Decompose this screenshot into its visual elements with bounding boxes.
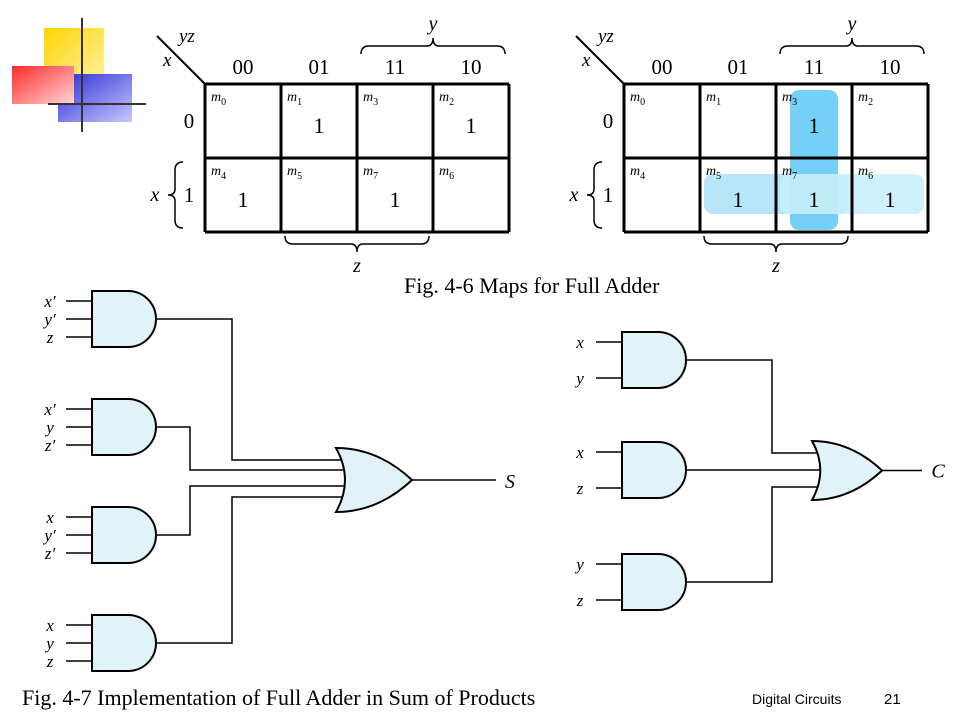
kmap-minterm-label: m4 — [211, 164, 226, 182]
kmap-brace-top-label: y — [846, 13, 857, 35]
kmap-minterm-label: m1 — [287, 90, 302, 108]
gate-input-label: y′ — [42, 526, 56, 545]
gate-input-label: x — [45, 508, 54, 527]
kmap-brace-top — [360, 37, 506, 55]
kmap-brace-bottom — [703, 235, 849, 253]
kmap-col-header: 00 — [652, 55, 673, 79]
kmap-col-header: 00 — [233, 55, 254, 79]
kmap-brace-top — [779, 37, 925, 55]
kmap-cell-value: 1 — [466, 113, 477, 138]
kmap-row-var: x — [162, 50, 172, 71]
kmap-col-header: 11 — [804, 55, 824, 79]
gate-wire — [156, 426, 346, 471]
kmap-col-header: 10 — [461, 55, 482, 79]
kmap-minterm-label: m3 — [363, 90, 378, 108]
gate-input-label: y — [574, 555, 584, 574]
kmap-col-header: 01 — [728, 55, 749, 79]
kmap-col-header: 01 — [309, 55, 330, 79]
gate-input-label: x′ — [43, 400, 56, 419]
kmap-col-var: yz — [596, 26, 614, 47]
gate-input-label: x — [575, 443, 584, 462]
gate-input-label: y — [44, 634, 54, 653]
kmap-brace-top-label: y — [427, 13, 438, 35]
gate-input-label: x — [575, 333, 584, 352]
gate-wire — [156, 485, 346, 536]
kmap-minterm-label: m5 — [287, 164, 302, 182]
kmap-cell-value: 1 — [809, 113, 820, 138]
kmap-brace-bottom-label: z — [771, 255, 780, 277]
footer-label: Digital Circuits — [752, 691, 841, 707]
fig47-caption: Fig. 4-7 Implementation of Full Adder in… — [22, 685, 535, 710]
and-gate — [91, 614, 157, 672]
kmap-col-header: 11 — [385, 55, 405, 79]
gate-wire — [156, 496, 346, 644]
kmap-row-header: 1 — [603, 183, 614, 207]
kmap-row-header: 1 — [184, 183, 195, 207]
kmap-diagonal — [575, 35, 625, 85]
gate-input-label: z — [46, 328, 54, 347]
page-number: 21 — [884, 691, 901, 708]
kmap-row-header: 0 — [603, 109, 614, 133]
kmap-cell-value: 1 — [733, 187, 744, 212]
gate-input-label: z — [576, 591, 584, 610]
kmap-minterm-label: m1 — [706, 90, 721, 108]
kmap-minterm-label: m2 — [858, 90, 873, 108]
carry-output-label: C — [931, 461, 945, 483]
kmap-cell-value: 1 — [885, 187, 896, 212]
kmap-minterm-label: m0 — [630, 90, 645, 108]
gate-input-label: x′ — [43, 292, 56, 311]
gate-wire — [156, 318, 346, 461]
kmap-row-var: x — [581, 50, 591, 71]
and-gate — [621, 553, 687, 611]
gate-input-label: x — [45, 616, 54, 635]
gate-input-label: z′ — [44, 436, 56, 455]
gate-input-label: z — [46, 652, 54, 671]
and-gate — [91, 398, 157, 456]
kmap-minterm-label: m7 — [363, 164, 378, 182]
kmap-diagonal — [156, 35, 206, 85]
and-gate — [621, 441, 687, 499]
kmap-col-var: yz — [177, 26, 195, 47]
kmap-brace-left-label: x — [150, 184, 160, 206]
decorative-squares-logo — [12, 18, 146, 132]
gate-wire — [686, 359, 821, 454]
kmap-brace-bottom-label: z — [352, 255, 361, 277]
kmap-minterm-label: m0 — [211, 90, 226, 108]
kmap-minterm-label: m2 — [439, 90, 454, 108]
gate-input-label: y — [574, 369, 584, 388]
gate-input-label: y′ — [42, 310, 56, 329]
fig46-caption: Fig. 4-6 Maps for Full Adder — [404, 273, 660, 298]
kmap-brace-left-label: x — [569, 184, 579, 206]
kmap-minterm-label: m6 — [439, 164, 454, 182]
kmap-brace-bottom — [284, 235, 430, 253]
and-gate — [91, 506, 157, 564]
gate-input-label: y — [44, 418, 54, 437]
kmap-cell-value: 1 — [238, 187, 249, 212]
kmap-brace-left — [586, 161, 603, 229]
gate-input-label: z — [576, 479, 584, 498]
kmap-row-header: 0 — [184, 109, 195, 133]
gate-wire — [686, 486, 821, 583]
and-gate — [91, 290, 157, 348]
or-gate — [810, 439, 884, 502]
kmap-col-header: 10 — [880, 55, 901, 79]
sum-output-label: S — [505, 471, 515, 493]
and-gate — [621, 331, 687, 389]
gate-input-label: z′ — [44, 544, 56, 563]
or-gate — [334, 446, 414, 514]
kmap-minterm-label: m4 — [630, 164, 645, 182]
kmap-cell-value: 1 — [809, 187, 820, 212]
kmap-cell-value: 1 — [390, 187, 401, 212]
kmap-cell-value: 1 — [314, 113, 325, 138]
kmap-brace-left — [167, 161, 184, 229]
